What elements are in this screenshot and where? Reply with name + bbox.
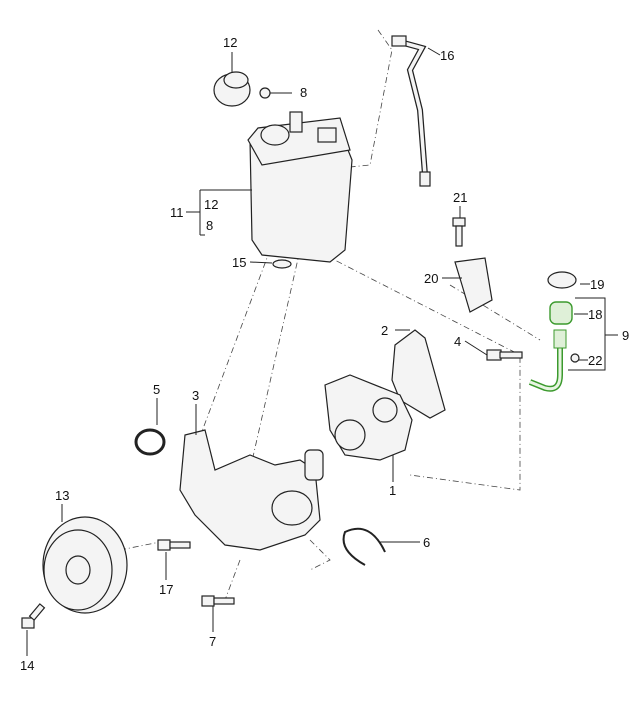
callout-12: 12	[223, 35, 237, 50]
circlip-6[interactable]	[342, 527, 386, 566]
callout-6: 6	[423, 535, 430, 550]
pump-housing[interactable]	[179, 429, 324, 551]
clip-22[interactable]	[570, 353, 580, 363]
power-steering-pump[interactable]	[324, 374, 413, 461]
callout-16: 16	[440, 48, 454, 63]
callout-19: 19	[590, 277, 604, 292]
callout-1: 1	[389, 483, 396, 498]
callout-22: 22	[588, 353, 602, 368]
callout-2: 2	[381, 323, 388, 338]
callout-20: 20	[424, 271, 438, 286]
callout-3: 3	[192, 388, 199, 403]
pulley[interactable]	[42, 516, 128, 614]
callout-8: 8	[300, 85, 307, 100]
reservoir-cap[interactable]	[213, 71, 251, 107]
o-ring-5[interactable]	[134, 428, 166, 456]
pressure-pipe[interactable]	[391, 35, 431, 187]
callout-11-8: 8	[206, 218, 213, 233]
callout-11-12: 12	[204, 197, 218, 212]
callout-7: 7	[209, 634, 216, 649]
bolt-14[interactable]	[21, 603, 46, 629]
callout-9: 9	[622, 328, 629, 343]
callout-17: 17	[159, 582, 173, 597]
callout-4: 4	[454, 334, 461, 349]
clamp-19[interactable]	[547, 271, 577, 289]
bolt-17[interactable]	[157, 539, 191, 551]
bolt-4[interactable]	[486, 349, 523, 361]
callout-21: 21	[453, 190, 467, 205]
callout-13: 13	[55, 488, 69, 503]
sleeve-18[interactable]	[549, 301, 573, 325]
bolt-7[interactable]	[201, 595, 235, 607]
callout-5: 5	[153, 382, 160, 397]
assembly-lines	[119, 29, 541, 601]
bracket-2[interactable]	[391, 329, 446, 419]
o-ring-15[interactable]	[272, 259, 292, 269]
leader-lines	[26, 47, 618, 656]
bracket-20[interactable]	[454, 257, 493, 313]
callout-18: 18	[588, 307, 602, 322]
callout-labels: 12 8 16 11 12 8 21 15 20 19 18 9 22 2 4 …	[20, 35, 629, 673]
callout-14: 14	[20, 658, 34, 673]
clip-8[interactable]	[259, 87, 271, 99]
bolt-21[interactable]	[452, 217, 466, 247]
callout-15: 15	[232, 255, 246, 270]
callout-11: 11	[170, 205, 184, 220]
return-hose-9[interactable]	[528, 329, 567, 392]
reservoir[interactable]	[247, 111, 353, 263]
